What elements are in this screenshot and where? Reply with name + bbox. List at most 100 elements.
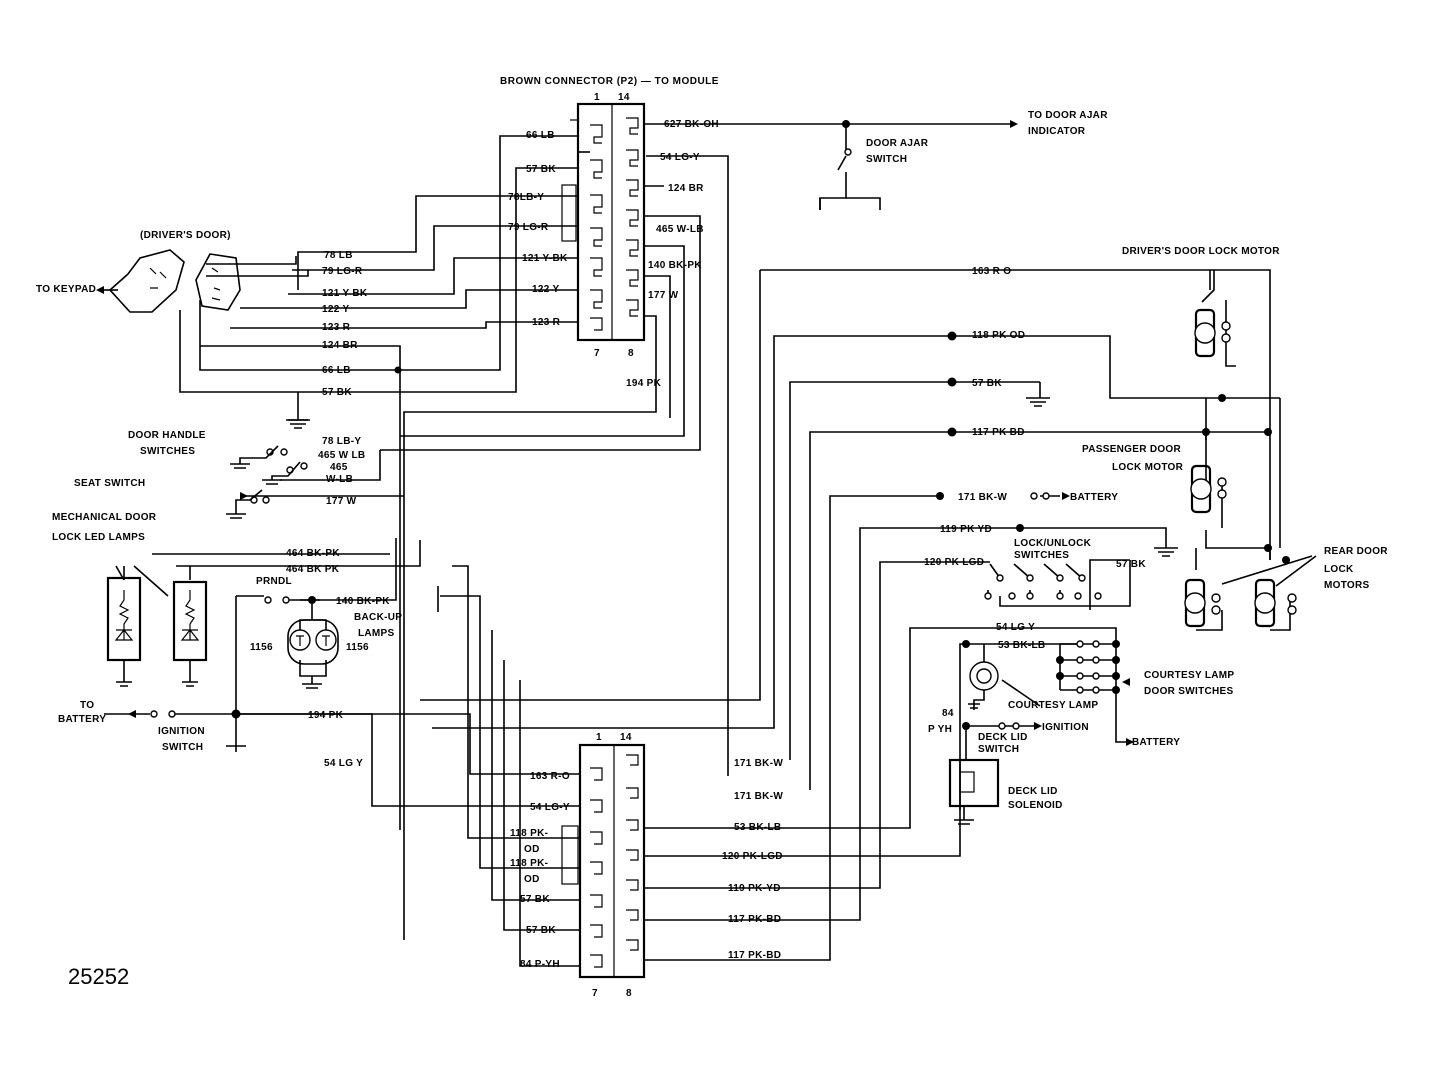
svg-text:DOOR AJAR: DOOR AJAR [866, 138, 929, 149]
svg-text:DOOR SWITCHES: DOOR SWITCHES [1144, 686, 1233, 697]
svg-text:1156: 1156 [250, 642, 273, 653]
svg-text:TO: TO [80, 700, 94, 711]
svg-text:177 W: 177 W [326, 496, 357, 507]
svg-text:171 BK-W: 171 BK-W [958, 492, 1007, 503]
svg-text:LOCK: LOCK [1324, 564, 1354, 575]
svg-text:SWITCHES: SWITCHES [140, 446, 195, 457]
bottom-pin-1: 1 [596, 732, 602, 743]
svg-text:124 BR: 124 BR [322, 340, 358, 351]
svg-text:57 BK: 57 BK [972, 378, 1002, 389]
svg-text:SOLENOID: SOLENOID [1008, 800, 1063, 811]
bottom-pin-7: 7 [592, 988, 598, 999]
svg-text:DRIVER'S DOOR LOCK MOTOR: DRIVER'S DOOR LOCK MOTOR [1122, 246, 1280, 257]
svg-text:122 Y: 122 Y [322, 304, 349, 315]
svg-text:LOCK/UNLOCK: LOCK/UNLOCK [1014, 538, 1092, 549]
svg-text:DECK LID: DECK LID [978, 732, 1028, 743]
keypad-label: TO KEYPAD [36, 284, 96, 295]
svg-text:120 PK LGD: 120 PK LGD [924, 557, 984, 568]
switch-contacts [150, 148, 1102, 730]
svg-text:78 LB-Y: 78 LB-Y [322, 436, 361, 447]
top-pin-1: 1 [594, 92, 600, 103]
bottom-connector: 1 14 7 8 163 R-O 54 LG-Y 118 PK- OD 118 … [510, 732, 783, 999]
svg-text:REAR DOOR: REAR DOOR [1324, 546, 1388, 557]
svg-text:BACK-UP: BACK-UP [354, 612, 402, 623]
top-right-wire-54: 54 LG-Y [660, 152, 700, 163]
top-left-wire-78lby: 78LB-Y [508, 192, 544, 203]
arrows [96, 120, 1134, 746]
svg-text:118 PK OD: 118 PK OD [972, 330, 1025, 341]
wire-routing [104, 123, 1291, 967]
bottom-pin-8: 8 [626, 988, 632, 999]
bottom-connector-body [578, 743, 646, 979]
svg-text:MECHANICAL DOOR: MECHANICAL DOOR [52, 512, 157, 523]
svg-text:DOOR HANDLE: DOOR HANDLE [128, 430, 206, 441]
svg-text:163 R O: 163 R O [972, 266, 1011, 277]
bottom-right-wire-171a: 171 BK-W [734, 758, 783, 769]
drivers-door-title: (DRIVER'S DOOR) [140, 230, 231, 241]
top-pin-14: 14 [618, 92, 630, 103]
top-pin-7: 7 [594, 348, 600, 359]
rear-door-lock-motor-left [1184, 578, 1221, 628]
svg-text:SWITCHES: SWITCHES [1014, 550, 1069, 561]
svg-text:SEAT SWITCH: SEAT SWITCH [74, 478, 145, 489]
svg-text:119 PK YD: 119 PK YD [940, 524, 992, 535]
top-connector-title: BROWN CONNECTOR (P2) — TO MODULE [500, 76, 719, 87]
svg-text:INDICATOR: INDICATOR [1028, 126, 1086, 137]
rear-door-lock-motor-right [1221, 555, 1317, 628]
bottom-right-wire-117b: 117 PK-BD [728, 950, 781, 961]
svg-text:464 BK-PK: 464 BK-PK [286, 548, 340, 559]
wire-labels: 163 R O 118 PK OD 57 BK 117 PK BD 171 BK… [286, 266, 1146, 769]
bottom-right-wire-171b: 171 BK-W [734, 791, 783, 802]
svg-text:LAMPS: LAMPS [358, 628, 395, 639]
svg-text:BATTERY: BATTERY [1132, 737, 1180, 748]
svg-text:BATTERY: BATTERY [1070, 492, 1118, 503]
svg-text:465 W LB: 465 W LB [318, 450, 365, 461]
deck-lid-solenoid [948, 758, 1000, 825]
svg-text:84: 84 [942, 708, 954, 719]
svg-text:IGNITION: IGNITION [1042, 722, 1089, 733]
svg-text:MOTORS: MOTORS [1324, 580, 1370, 591]
backup-lamps [287, 619, 339, 665]
svg-text:IGNITION: IGNITION [158, 726, 205, 737]
bottom-left-wire-84: 84 P-YH [520, 959, 560, 970]
svg-text:66 LB: 66 LB [322, 365, 351, 376]
svg-text:COURTESY LAMP: COURTESY LAMP [1144, 670, 1234, 681]
drivers-door-lock-motor [1194, 270, 1231, 358]
top-left-wire-57bk: 57 BK [526, 164, 556, 175]
figure-number: 25252 [68, 964, 129, 989]
top-right-wire-140: 140 BK-PK [648, 260, 702, 271]
svg-text:LOCK MOTOR: LOCK MOTOR [1112, 462, 1184, 473]
svg-text:PRNDL: PRNDL [256, 576, 292, 587]
svg-text:LOCK LED LAMPS: LOCK LED LAMPS [52, 532, 145, 543]
svg-text:54 LG Y: 54 LG Y [996, 622, 1035, 633]
courtesy-lamp [969, 644, 1041, 710]
component-labels: TO DOOR AJAR INDICATOR DOOR AJAR SWITCH … [52, 110, 1388, 811]
svg-text:COURTESY LAMP: COURTESY LAMP [1008, 700, 1098, 711]
svg-text:DECK LID: DECK LID [1008, 786, 1058, 797]
grounds [226, 382, 1178, 752]
junction-dots [231, 120, 1290, 730]
drivers-door-wire-labels: 78 LB 79 LG-R 121 Y BK 122 Y 123 R 124 B… [322, 250, 368, 398]
svg-text:465: 465 [330, 462, 348, 473]
svg-text:57 BK: 57 BK [322, 387, 352, 398]
svg-text:117 PK BD: 117 PK BD [972, 427, 1025, 438]
svg-text:194 PK: 194 PK [308, 710, 344, 721]
svg-text:BATTERY: BATTERY [58, 714, 106, 725]
svg-text:PASSENGER DOOR: PASSENGER DOOR [1082, 444, 1182, 455]
svg-text:57 BK: 57 BK [1116, 559, 1146, 570]
top-connector: BROWN CONNECTOR (P2) — TO MODULE 1 14 7 … [500, 76, 719, 359]
svg-text:TO DOOR AJAR: TO DOOR AJAR [1028, 110, 1108, 121]
passenger-door-lock-motor [1190, 464, 1227, 514]
top-pin-8: 8 [628, 348, 634, 359]
svg-text:53 BK-LB: 53 BK-LB [998, 640, 1045, 651]
top-right-wire-177: 177 W [648, 290, 679, 301]
svg-text:194 PK: 194 PK [626, 378, 662, 389]
bottom-pin-14: 14 [620, 732, 632, 743]
bottom-left-wire-118b: 118 PK- [510, 858, 548, 869]
svg-text:P YH: P YH [928, 724, 952, 735]
svg-text:1156: 1156 [346, 642, 369, 653]
svg-text:121 Y BK: 121 Y BK [322, 288, 368, 299]
svg-text:464 BK PK: 464 BK PK [286, 564, 340, 575]
svg-text:54 LG Y: 54 LG Y [324, 758, 363, 769]
